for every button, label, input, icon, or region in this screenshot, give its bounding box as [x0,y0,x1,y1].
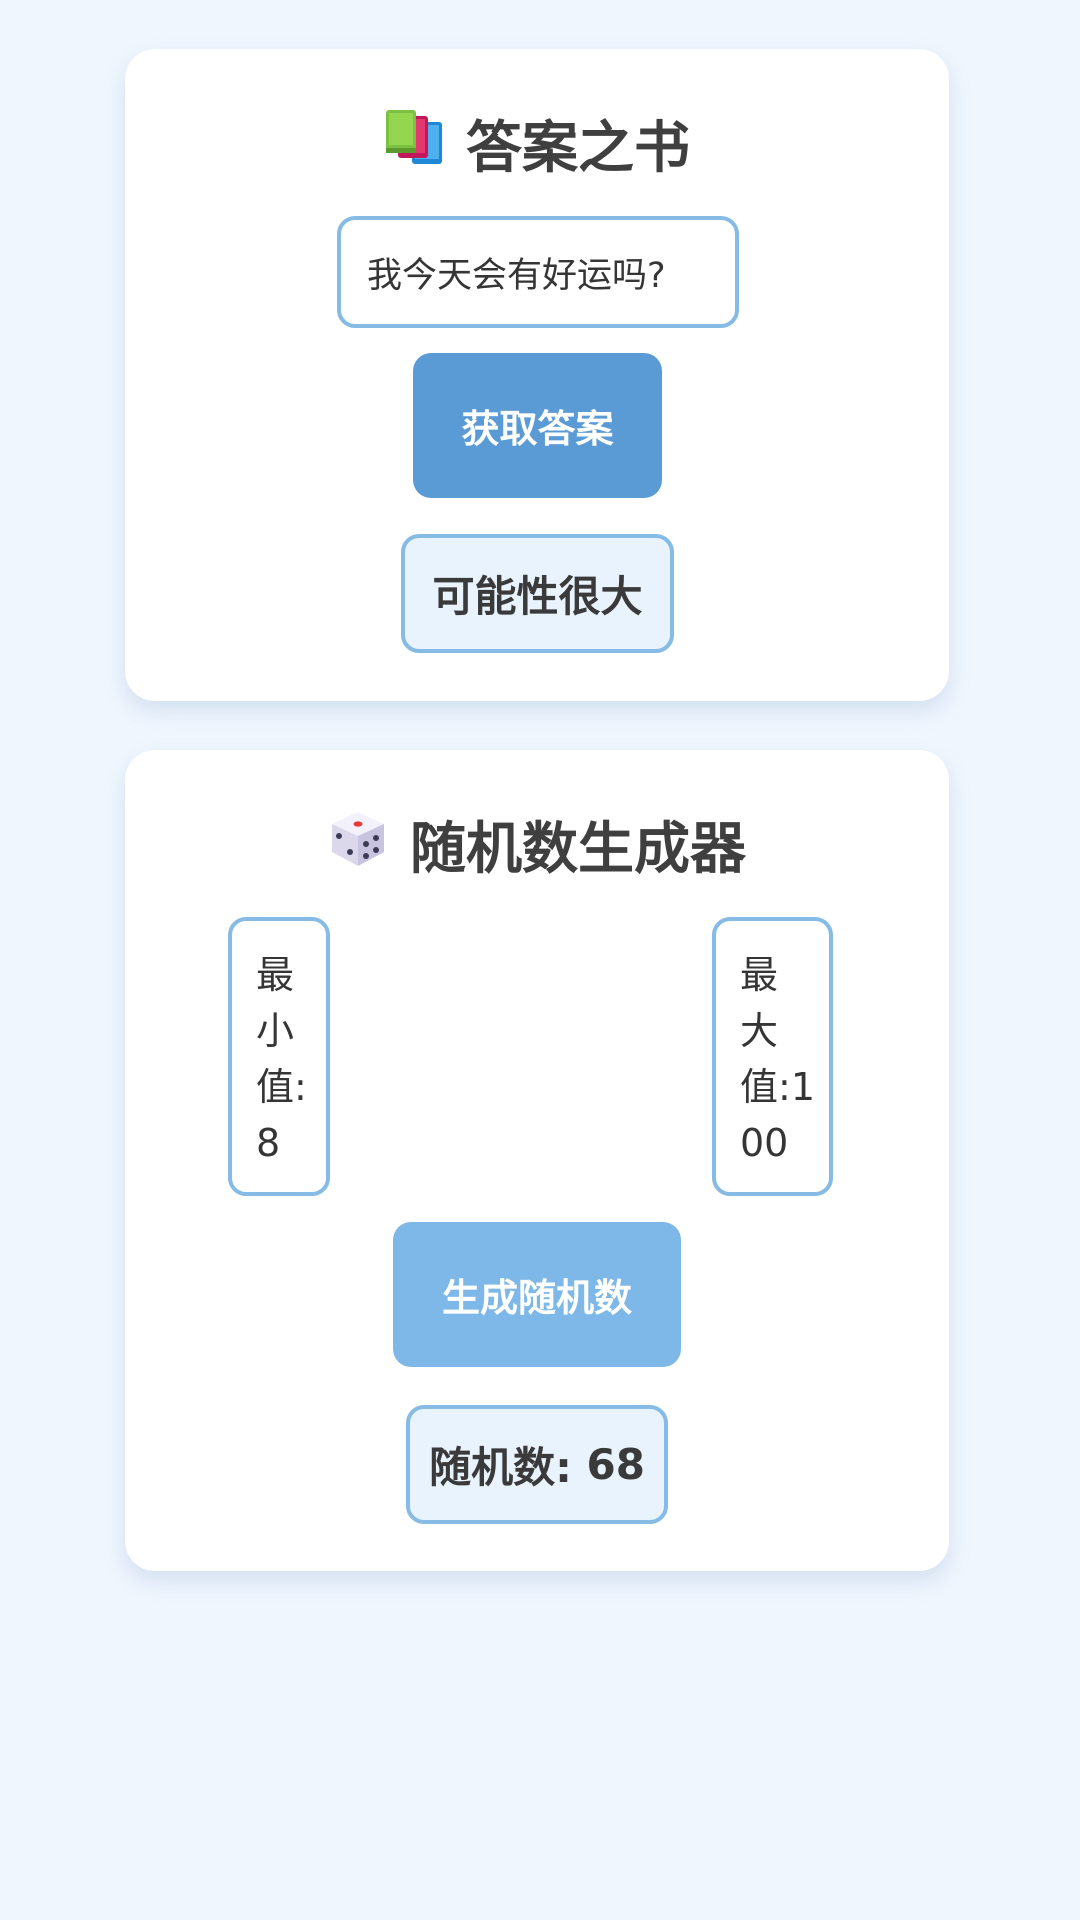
books-icon [384,108,444,180]
generate-random-button[interactable]: 生成随机数 [393,1222,681,1367]
random-generator-title: 随机数生成器 [125,804,949,885]
random-generator-card: 随机数生成器 最小值: 8 最大值:100 生成随机数 随机数: 68 [125,750,949,1571]
answer-result-box: 可能性很大 [401,534,674,653]
answer-result-text: 可能性很大 [432,572,643,621]
random-generator-title-text: 随机数生成器 [410,817,746,882]
max-value: 100 [740,1065,815,1165]
max-value-field[interactable]: 最大值:100 [712,917,833,1196]
min-value-field[interactable]: 最小值: 8 [228,917,330,1196]
answer-book-title: 答案之书 [125,103,949,184]
min-value: 8 [256,1121,281,1165]
random-result-box: 随机数: 68 [406,1405,668,1524]
get-answer-button[interactable]: 获取答案 [413,353,662,498]
min-value-label: 最小值: [256,953,307,1109]
dice-icon [328,808,388,882]
random-result-label: 随机数: [429,1443,572,1492]
answer-book-title-text: 答案之书 [466,116,690,181]
question-input[interactable] [337,216,739,328]
answer-book-card: 答案之书 获取答案 可能性很大 [125,49,949,701]
random-result-value: 68 [586,1440,645,1489]
max-value-label: 最大值: [740,953,791,1109]
